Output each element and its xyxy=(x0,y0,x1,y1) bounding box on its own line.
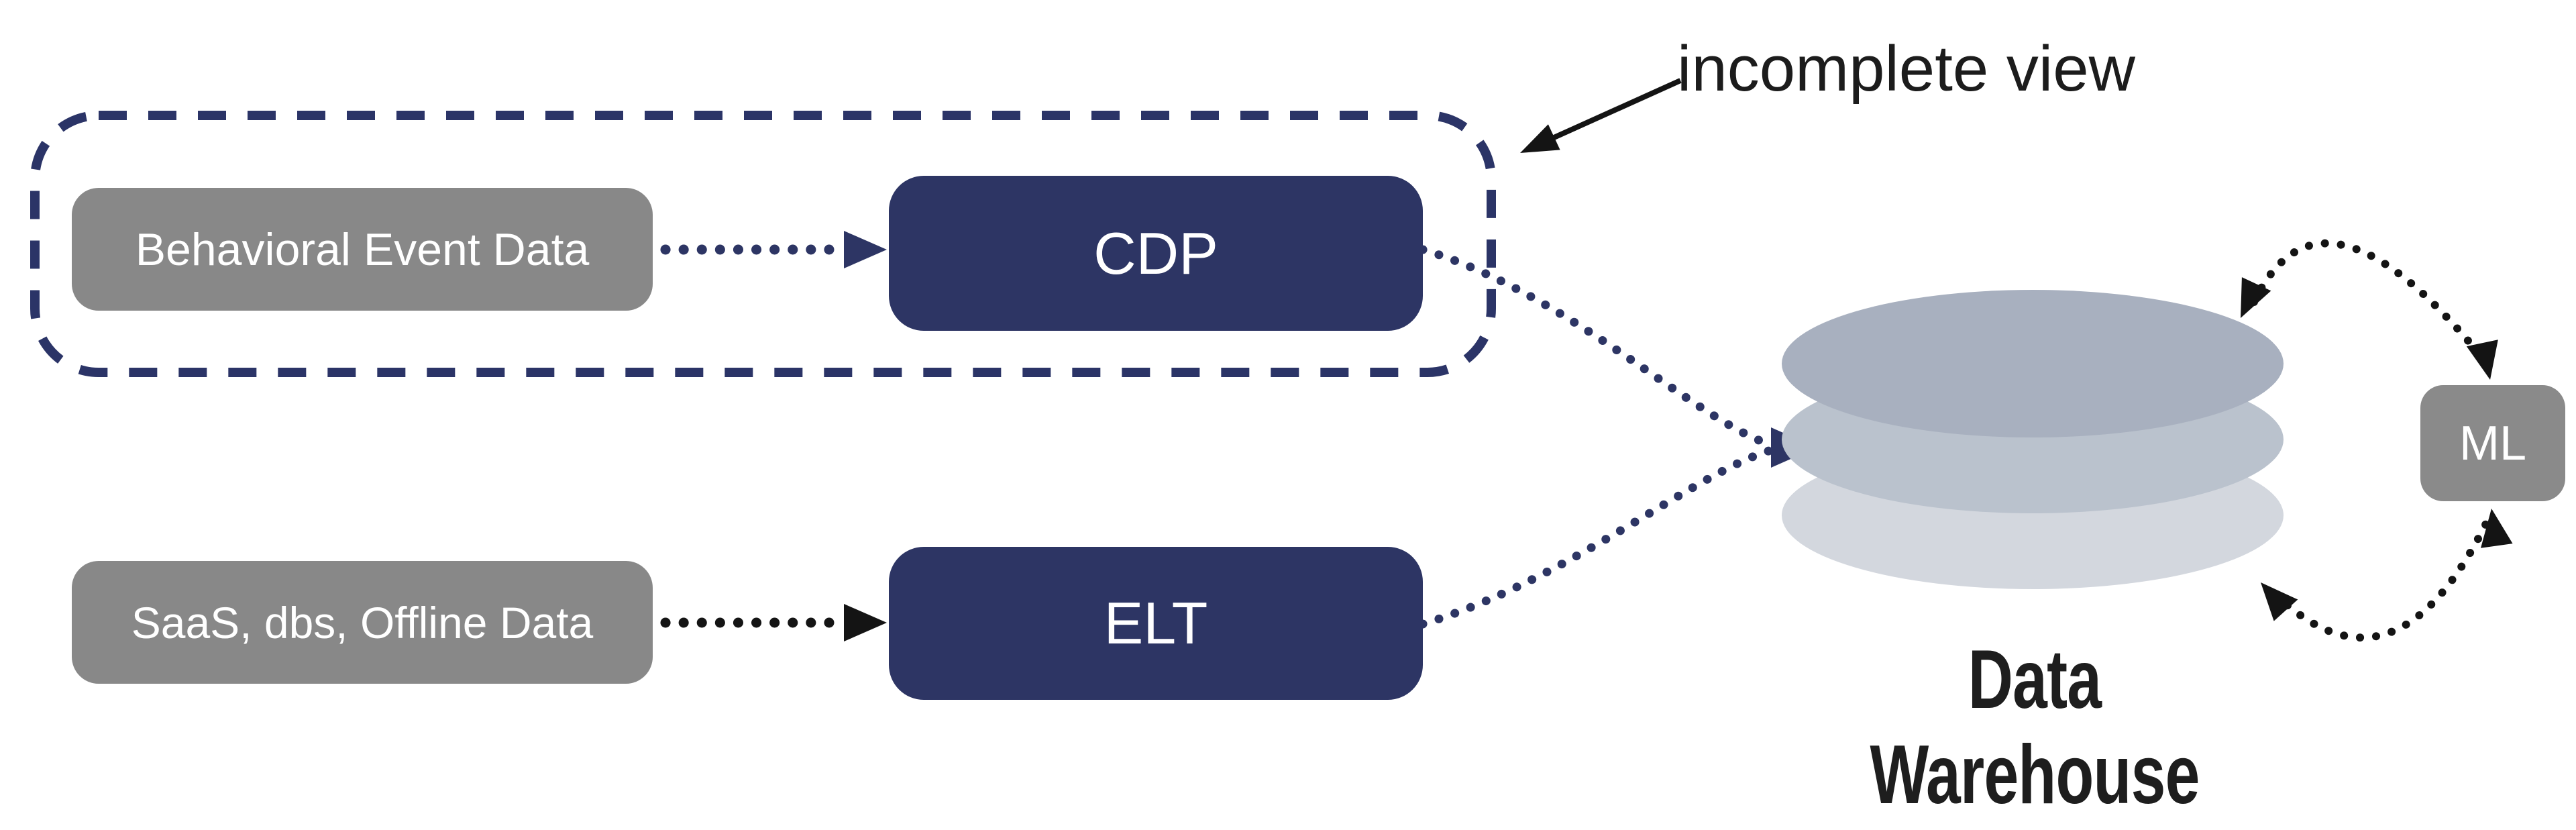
node-elt-label: ELT xyxy=(1104,590,1208,656)
incomplete-view-dashed-border xyxy=(30,111,1496,377)
node-ml-label: ML xyxy=(2459,416,2527,470)
node-behavioral-label: Behavioral Event Data xyxy=(135,223,590,275)
cdp-to-warehouse-dotted-curve xyxy=(1418,245,1776,450)
bottom-arc-ml-arrowhead-icon xyxy=(2481,509,2513,548)
bottom-arc-warehouse-arrowhead-icon xyxy=(2261,582,2298,621)
warehouse-ml-top-arc xyxy=(2250,239,2490,366)
warehouse-ml-bottom-arc xyxy=(2271,517,2491,642)
node-elt: ELT xyxy=(889,547,1423,700)
warehouse-title: Data Warehouse xyxy=(1870,633,2200,821)
node-cdp: CDP xyxy=(889,176,1423,331)
incomplete-view-annotation: incomplete view xyxy=(1677,33,2135,105)
behavioral-to-cdp-arrowhead-icon xyxy=(844,231,887,268)
elt-to-warehouse-dotted-curve xyxy=(1418,446,1776,629)
node-cdp-label: CDP xyxy=(1093,219,1218,287)
annotation-arrow-line xyxy=(1536,78,1682,148)
node-behavioral-event-data: Behavioral Event Data xyxy=(72,188,653,311)
node-saas-label: SaaS, dbs, Offline Data xyxy=(131,597,594,647)
warehouse-cylinder-top-ellipse xyxy=(1782,290,2284,437)
node-ml: ML xyxy=(2420,385,2565,501)
top-arc-warehouse-arrowhead-icon xyxy=(2241,277,2271,318)
node-saas-dbs-offline-data: SaaS, dbs, Offline Data xyxy=(72,561,653,684)
saas-to-elt-arrowhead-icon xyxy=(844,604,887,641)
annotation-arrowhead-icon xyxy=(1520,124,1560,153)
top-arc-ml-arrowhead-icon xyxy=(2466,340,2498,380)
